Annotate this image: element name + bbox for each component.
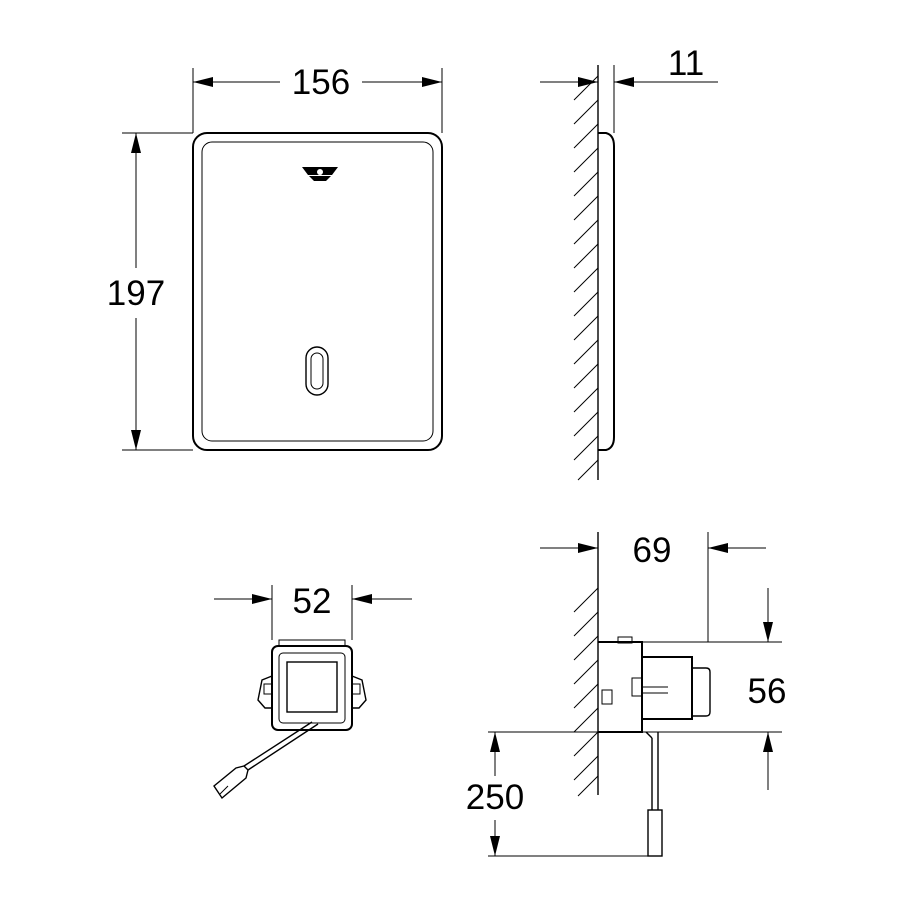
module-top-tab: [278, 639, 346, 646]
front-width-label: 156: [292, 63, 350, 102]
front-height-label: 197: [107, 274, 165, 313]
module-side-cap: [692, 667, 711, 717]
module-side-view: 69 56 250: [466, 531, 786, 857]
dimension-module-height: 56: [488, 588, 786, 790]
dimension-side-depth: 11: [540, 44, 718, 133]
front-view: 156 197: [107, 63, 443, 451]
module-height-label: 56: [748, 672, 787, 711]
module-cable: [213, 721, 319, 800]
module-side-cable: [645, 731, 663, 857]
dimension-module-depth: 69: [540, 531, 766, 642]
cable-length-label: 250: [466, 778, 524, 817]
wall-hatching: [573, 75, 599, 481]
wall-hatching-lower: [573, 587, 599, 797]
module-side-housing: [641, 656, 693, 720]
side-depth-label: 11: [668, 44, 704, 83]
module-width-label: 52: [293, 582, 332, 621]
flush-plate-outline: [192, 132, 443, 451]
module-front-view: 52: [213, 582, 412, 800]
dimension-module-width: 52: [214, 582, 412, 640]
side-view-plate: 11: [540, 44, 718, 481]
module-body: [271, 645, 353, 731]
sensor-window-icon: [305, 346, 329, 396]
dimension-front-width: 156: [192, 63, 443, 133]
module-depth-label: 69: [633, 531, 672, 570]
plate-side-profile: [598, 132, 615, 451]
module-left-clip: [257, 675, 273, 709]
flush-plate-inner-bevel: [201, 141, 434, 442]
module-inner-frame: [278, 652, 346, 724]
module-window: [286, 661, 338, 713]
module-right-clip: [351, 675, 367, 709]
brand-logo-icon: [302, 167, 338, 181]
module-side-body: [598, 641, 643, 733]
dimension-cable-length: 250: [466, 732, 662, 857]
dimension-front-height: 197: [107, 132, 193, 451]
